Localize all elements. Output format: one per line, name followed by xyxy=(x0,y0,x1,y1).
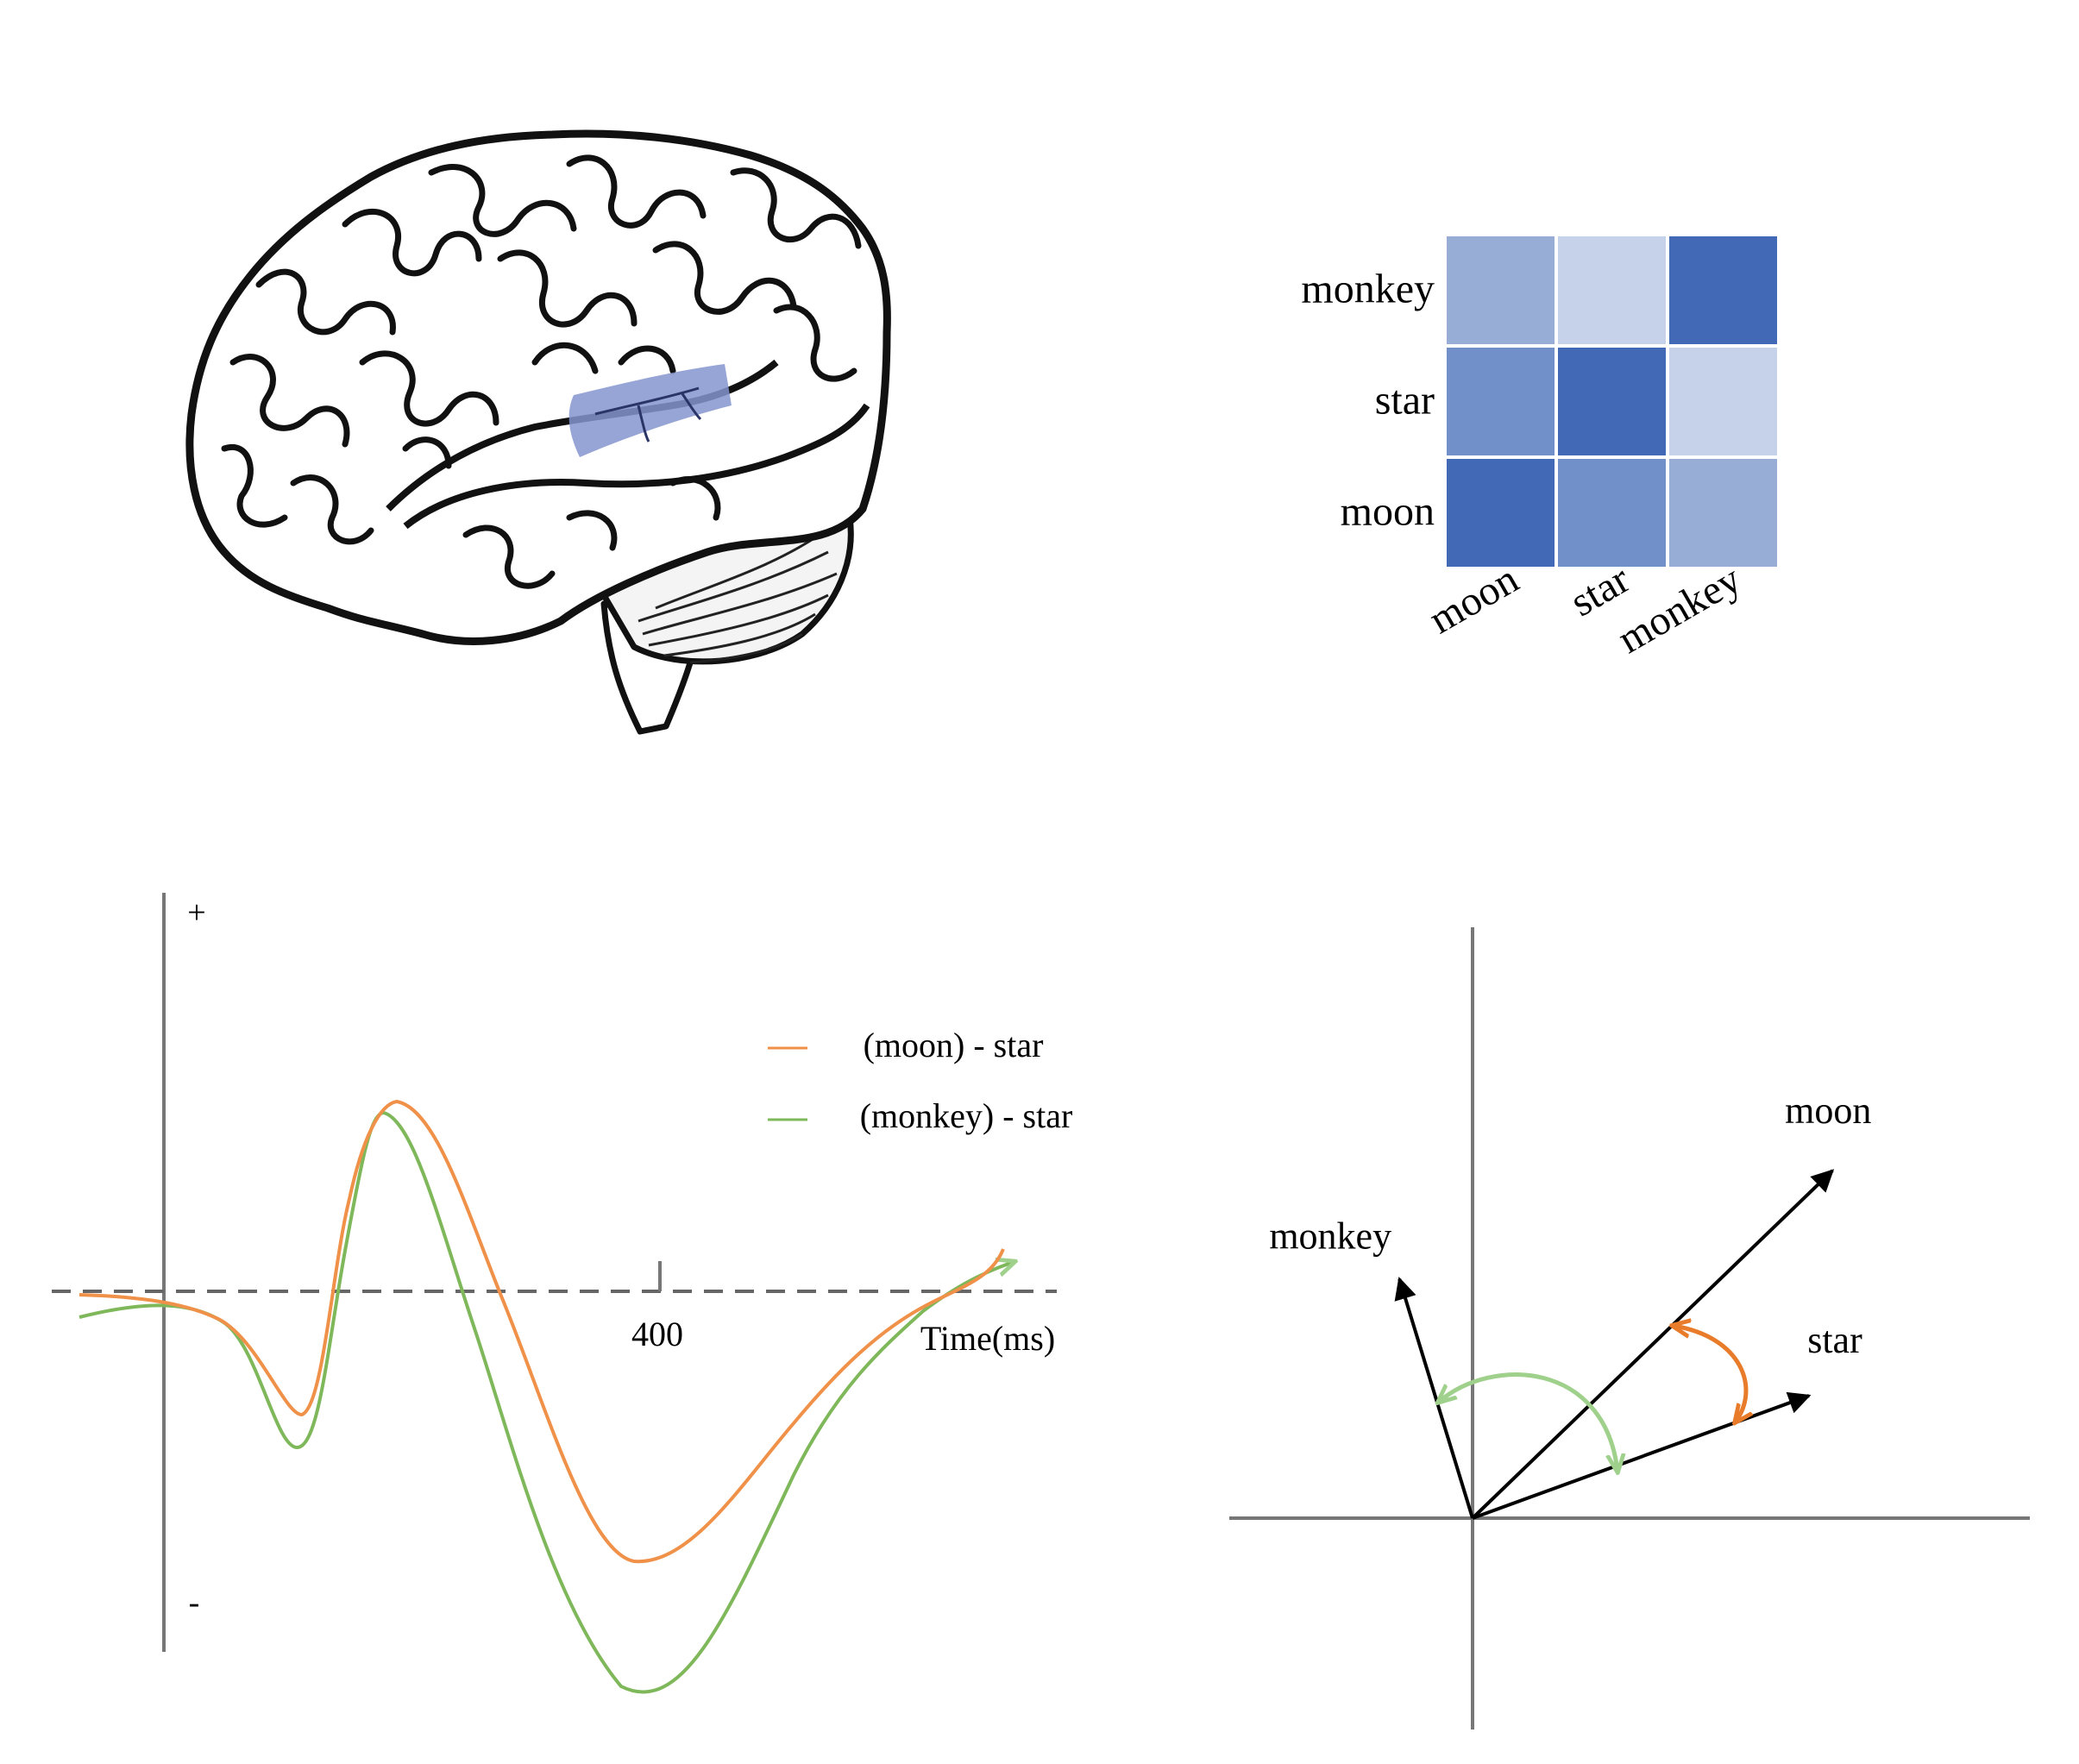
erp-minus-label: - xyxy=(189,1585,200,1621)
matrix-row-label: monkey xyxy=(1301,267,1435,312)
erp-curve-monkey xyxy=(79,1110,1014,1694)
vector-monkey xyxy=(1394,1277,1474,1519)
matrix-col-label: monkey xyxy=(1611,556,1749,662)
matrix-row-label: star xyxy=(1375,378,1435,424)
matrix-row-label: moon xyxy=(1341,489,1435,535)
matrix-cell-monkey-star xyxy=(1558,236,1666,344)
matrix-cells xyxy=(1447,236,1777,567)
matrix-cell-moon-star xyxy=(1558,459,1666,567)
legend-moon-label: (moon) - star xyxy=(864,1026,1044,1064)
matrix-cell-star-monkey xyxy=(1669,348,1777,455)
vector-label-moon: moon xyxy=(1785,1089,1871,1132)
cerebrum-outline xyxy=(185,129,891,645)
temporal-lobe-contour xyxy=(403,403,870,530)
erp-x-axis-label: Time(ms) xyxy=(920,1319,1055,1358)
matrix-cell-moon-monkey xyxy=(1669,459,1777,567)
matrix-cell-monkey-monkey xyxy=(1669,236,1777,344)
erp-curve-moon xyxy=(79,1099,1005,1564)
vectors: moon monkey star xyxy=(1269,1089,1871,1520)
legend-monkey-label: (monkey) - star xyxy=(860,1096,1073,1135)
erp-plus-label: + xyxy=(187,895,205,931)
gyri xyxy=(221,154,862,589)
region-sulci xyxy=(594,386,702,443)
vector-star xyxy=(1472,1391,1812,1520)
vector-label-monkey: monkey xyxy=(1269,1215,1391,1258)
brain-illustration xyxy=(185,129,891,735)
matrix-cell-star-moon xyxy=(1447,348,1555,455)
matrix-cell-star-star xyxy=(1558,348,1666,455)
erp-plot: + - 400 Time(ms) (moon) - star (monkey) … xyxy=(52,893,1073,1694)
green-angle-arc xyxy=(1439,1372,1617,1471)
orange-angle-arc xyxy=(1674,1326,1746,1422)
vector-label-star: star xyxy=(1807,1319,1862,1361)
matrix-cell-moon-moon xyxy=(1447,459,1555,567)
highlighted-region xyxy=(568,364,732,457)
matrix-col-label: moon xyxy=(1422,556,1526,643)
erp-tick-label: 400 xyxy=(631,1315,683,1353)
matrix-row-labels: monkey star moon xyxy=(1301,267,1435,535)
vector-moon xyxy=(1471,1169,1835,1520)
cerebellum-folia xyxy=(638,533,838,664)
matrix-cell-monkey-moon xyxy=(1447,236,1555,344)
vector-space: moon monkey star xyxy=(1229,927,2030,1729)
